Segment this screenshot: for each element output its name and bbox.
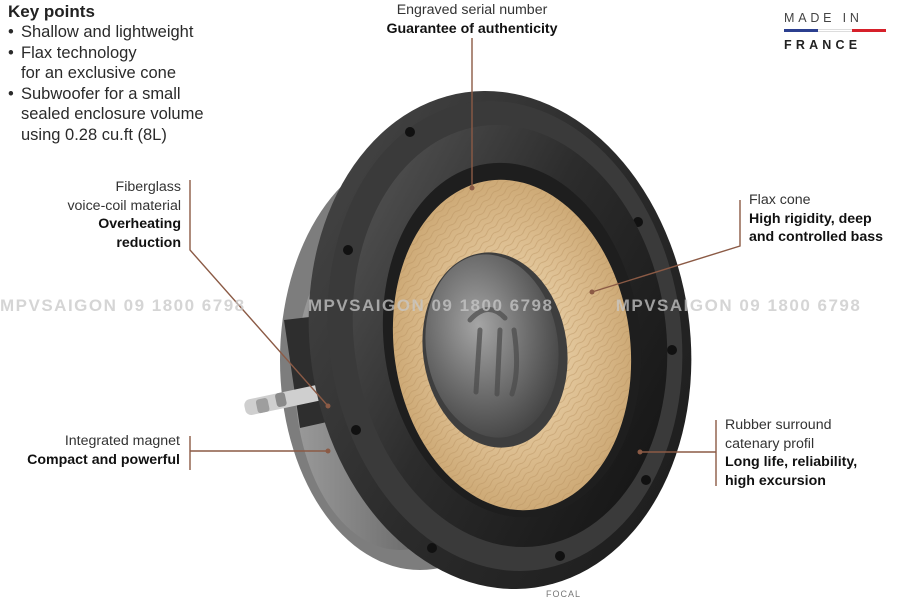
french-flag-icon [784, 29, 886, 32]
callout-serial-benefit: Guarantee of authenticity [386, 20, 558, 37]
leader-dots [325, 185, 643, 455]
key-points: Key points Shallow and lightweight Flax … [8, 2, 248, 145]
key-point-item: Shallow and lightweight [8, 22, 248, 43]
key-point-continuation: using 0.28 cu.ft (8L) [21, 125, 167, 144]
leader-magnet [189, 436, 328, 470]
flag-stripe-red [852, 29, 886, 32]
callout-serial-number: Engraved serial number Guarantee of auth… [360, 1, 584, 38]
leader-surround [640, 420, 717, 486]
france-text: FRANCE [784, 38, 862, 52]
made-in-france-badge: MADE IN FRANCE [784, 10, 886, 53]
callout-surround-label-2: catenary profil [725, 435, 815, 452]
watermark: MPVSAIGON 09 1800 6798 MPVSAIGON 09 1800… [0, 296, 862, 315]
callout-fiberglass-benefit-1: Overheating [98, 216, 181, 232]
callout-fiberglass-label-1: Fiberglass [115, 179, 181, 195]
callout-magnet-benefit: Compact and powerful [27, 451, 180, 468]
callout-flax-cone: Flax cone High rigidity, deep and contro… [749, 191, 899, 247]
callout-surround-benefit-2: high excursion [725, 472, 826, 489]
callout-surround: Rubber surround catenary profil Long lif… [725, 416, 897, 490]
dust-cap [422, 252, 568, 448]
key-points-title: Key points [8, 2, 95, 21]
callout-fiberglass-label-2: voice-coil material [67, 197, 181, 214]
callout-fiberglass-benefit-2: reduction [116, 234, 181, 251]
leader-fiberglass [189, 180, 329, 407]
made-in-text: MADE IN [784, 11, 863, 25]
frame-brand-mark: FOCAL [546, 589, 581, 599]
flag-stripe-blue [784, 29, 818, 32]
leader-flax [591, 200, 741, 293]
key-point-item: Subwoofer for a small [8, 84, 248, 105]
callout-flax-benefit-2: and controlled bass [749, 229, 884, 245]
callout-serial-label: Engraved serial number [396, 2, 548, 18]
key-point-continuation: for an exclusive cone [21, 64, 177, 82]
key-point-item: Flax technology [8, 43, 248, 64]
callout-surround-label-1: Rubber surround [725, 417, 832, 433]
callout-fiberglass: Fiberglass voice-coil material Overheati… [20, 178, 181, 252]
mounting-holes [343, 127, 677, 561]
focal-logo-icon [467, 307, 520, 397]
key-points-list: Shallow and lightweight Flax technology … [8, 22, 248, 145]
callout-magnet: Integrated magnet Compact and powerful [0, 432, 180, 469]
callout-flax-label: Flax cone [749, 192, 811, 208]
callout-surround-benefit-1: Long life, reliability, [725, 454, 858, 470]
leader-lines [189, 38, 741, 486]
key-point-continuation: sealed enclosure volume [21, 105, 204, 123]
callout-flax-benefit-1: High rigidity, deep [749, 210, 872, 227]
flag-stripe-white [818, 29, 852, 32]
callout-magnet-label: Integrated magnet [64, 433, 180, 449]
